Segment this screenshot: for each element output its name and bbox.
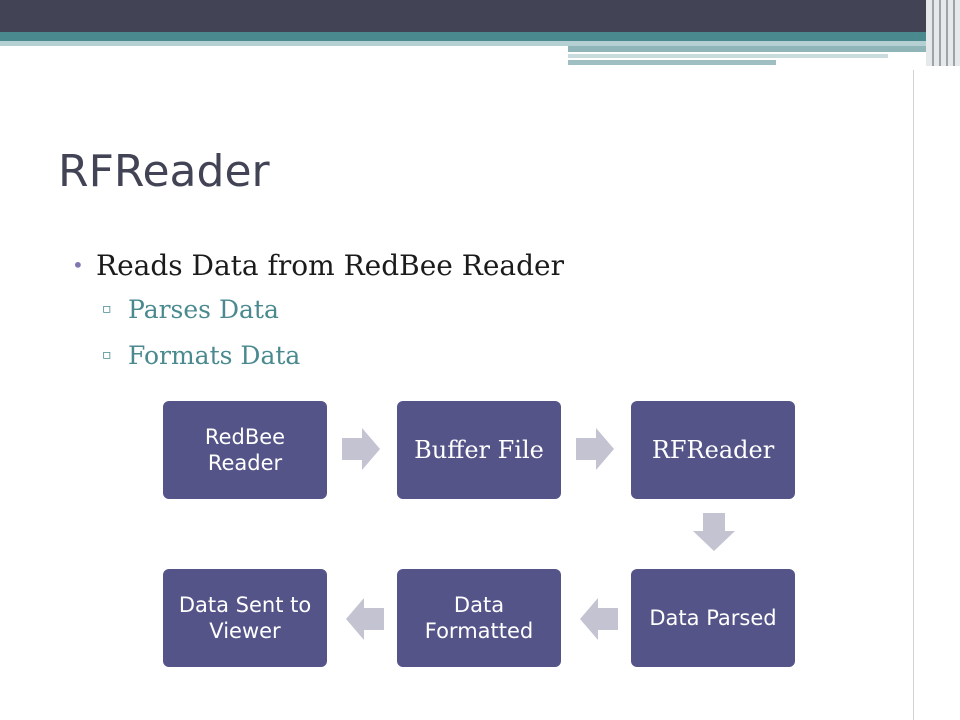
node-rfreader: RFReader (631, 401, 795, 499)
node-redbee-reader: RedBee Reader (163, 401, 327, 499)
node-data-formatted: Data Formatted (397, 569, 561, 667)
node-label: Data Parsed (649, 606, 777, 630)
header-band-dark (0, 0, 960, 32)
bullet-text: Reads Data from RedBee Reader (96, 248, 565, 282)
arrow-right-icon (576, 428, 614, 470)
node-label: Data Formatted (424, 593, 534, 643)
arrow-down-icon (693, 513, 735, 551)
header-band-teal (0, 32, 960, 41)
node-data-parsed: Data Parsed (631, 569, 795, 667)
node-label: RedBee Reader (204, 425, 286, 475)
bullet-item: • Reads Data from RedBee Reader (72, 244, 564, 286)
sub-bullet-text: Formats Data (128, 340, 301, 370)
node-data-sent-to-viewer: Data Sent to Viewer (163, 569, 327, 667)
arrow-left-icon (346, 598, 384, 640)
header-band-light (0, 41, 960, 46)
node-buffer-file: Buffer File (397, 401, 561, 499)
slide-title: RFReader (58, 146, 270, 197)
sub-bullet-text: Parses Data (128, 294, 279, 324)
arrow-right-icon (342, 428, 380, 470)
sub-bullet-item: ▫ Parses Data (72, 286, 564, 332)
bullet-list: • Reads Data from RedBee Reader ▫ Parses… (72, 244, 564, 378)
corner-line (946, 0, 948, 66)
square-bullet-icon: ▫ (102, 301, 112, 317)
corner-line (939, 0, 941, 66)
header-band (0, 0, 960, 70)
header-strip (568, 46, 960, 52)
header-strip (568, 60, 776, 65)
arrow-left-icon (580, 598, 618, 640)
corner-line (953, 0, 955, 66)
sub-bullet-item: ▫ Formats Data (72, 332, 564, 378)
header-corner (926, 0, 960, 66)
node-label: RFReader (651, 436, 775, 464)
bullet-dot-icon: • (72, 253, 84, 277)
square-bullet-icon: ▫ (102, 347, 112, 363)
node-label: Data Sent to Viewer (178, 593, 312, 643)
corner-line (932, 0, 934, 66)
header-strip (568, 54, 888, 58)
node-label: Buffer File (414, 436, 544, 464)
right-rule-line (913, 70, 914, 720)
